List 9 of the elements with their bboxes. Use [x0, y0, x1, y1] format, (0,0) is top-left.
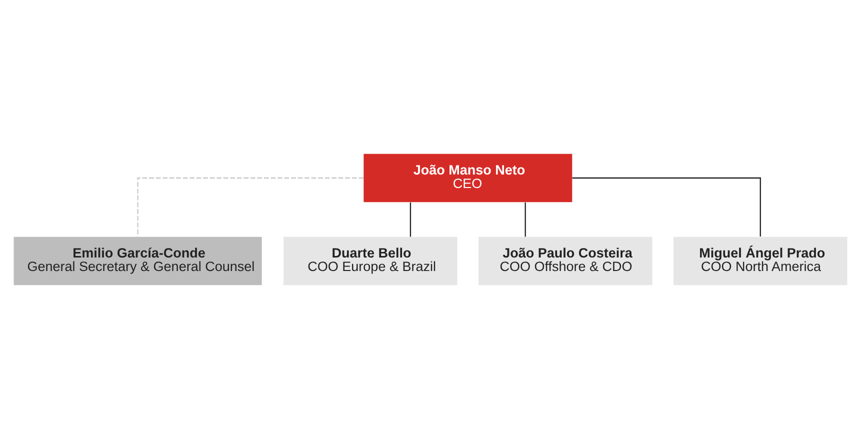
- node-box: João Paulo Costeira COO Offshore & CDO: [478, 236, 652, 286]
- connector: [137, 177, 364, 237]
- connector: [572, 177, 761, 237]
- node-box: Emilio García-Conde General Secretary & General Counsel: [14, 236, 262, 286]
- node-box: Miguel Ángel Prado COO North America: [674, 236, 848, 286]
- node-box: Duarte Bello COO Europe & Brazil: [284, 236, 458, 286]
- connector: [524, 202, 526, 237]
- node-box: João Manso Neto CEO: [364, 154, 572, 202]
- connector: [410, 202, 412, 237]
